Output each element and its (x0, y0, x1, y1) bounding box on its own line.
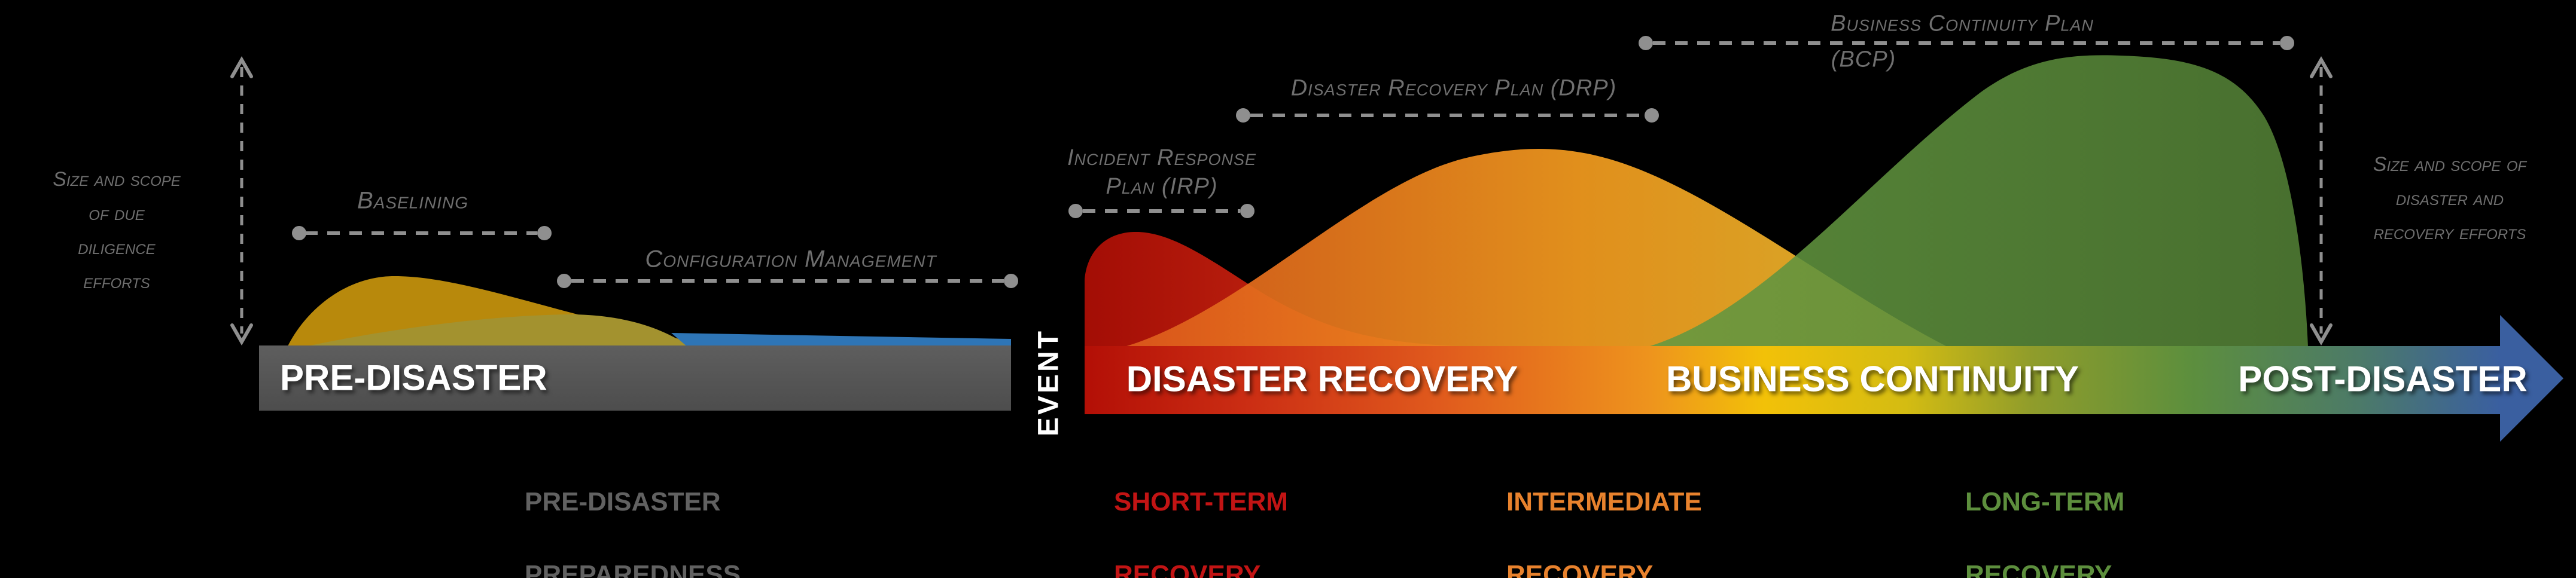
left-scope-arrow-top (230, 56, 253, 78)
left-axis-line4: efforts (83, 270, 150, 293)
irp-right-dot (1240, 204, 1254, 218)
irp-left-dot (1068, 204, 1083, 218)
pre-disaster-bar (259, 345, 1011, 411)
baselining-left-dot (292, 226, 306, 240)
pre-disaster-preparedness-caption: PRE-DISASTER PREPAREDNESS (525, 447, 741, 578)
drp-label: Disaster Recovery Plan (DRP) (1290, 75, 1617, 101)
configuration-left-dot (557, 274, 571, 288)
right-axis-line3: recovery efforts (2373, 221, 2526, 244)
event-label: EVENT (1033, 328, 1065, 437)
short-term-line1: SHORT-TERM (1114, 487, 1288, 516)
configuration-management-label: Configuration Management (645, 246, 937, 273)
baselining-right-dot (537, 226, 552, 240)
intermediate-line2: RECOVERY (1506, 560, 1654, 578)
bcp-label-line1: Business Continuity Plan (1831, 11, 2094, 36)
long-term-recovery-curve (1648, 55, 2308, 347)
recovery-timeline-bar (1085, 346, 2500, 414)
right-axis-label: Size and scope of disaster and recovery … (2373, 148, 2526, 250)
secondary-baseline-curve (302, 314, 691, 347)
pre-disaster-caption-line2: PREPAREDNESS (525, 560, 741, 578)
right-scope-arrow-top (2310, 56, 2333, 78)
configuration-management-curve (671, 333, 1011, 347)
post-disaster-bar-label: POST-DISASTER (2238, 359, 2528, 399)
disaster-recovery-bar-label: DISASTER RECOVERY (1126, 359, 1518, 399)
right-axis-line1: Size and scope of (2373, 153, 2527, 176)
configuration-right-dot (1004, 274, 1018, 288)
left-axis-label: Size and scope of due diligence efforts (53, 163, 181, 299)
left-scope-arrow-bottom (230, 323, 253, 346)
pre-disaster-caption-line1: PRE-DISASTER (525, 487, 721, 516)
pre-disaster-bar-label: PRE-DISASTER (280, 357, 547, 398)
drp-right-dot (1645, 108, 1659, 123)
long-term-line1: LONG-TERM (1965, 487, 2125, 516)
right-scope-arrow-bottom (2310, 323, 2333, 346)
intermediate-recovery-curve (1125, 148, 1947, 347)
left-axis-line2: of due (89, 202, 145, 225)
bcp-left-dot (1639, 36, 1653, 50)
drp-left-dot (1236, 108, 1250, 123)
left-axis-line1: Size and scope (53, 168, 181, 191)
timeline-arrowhead (2500, 315, 2563, 442)
intermediate-recovery-caption: INTERMEDIATE RECOVERY (1506, 447, 1702, 578)
irp-label: Incident Response Plan (IRP) (1067, 143, 1256, 201)
long-term-recovery-caption: LONG-TERM RECOVERY (1965, 447, 2124, 578)
short-term-recovery-curve (1085, 231, 1478, 347)
bcp-right-dot (2280, 36, 2294, 50)
long-term-line2: RECOVERY (1965, 560, 2112, 578)
business-continuity-bar-label: BUSINESS CONTINUITY (1665, 359, 2079, 399)
irp-label-line1: Incident Response (1067, 145, 1257, 170)
baselining-label: Baselining (357, 187, 469, 214)
irp-label-line2: Plan (IRP) (1106, 174, 1218, 199)
bcp-label-line2: (BCP) (1831, 47, 1896, 72)
short-term-line2: RECOVERY (1114, 560, 1261, 578)
left-axis-line3: diligence (78, 236, 156, 259)
short-term-recovery-caption: SHORT-TERM RECOVERY (1114, 447, 1288, 578)
right-axis-line2: disaster and (2395, 187, 2504, 210)
intermediate-line1: INTERMEDIATE (1506, 487, 1702, 516)
